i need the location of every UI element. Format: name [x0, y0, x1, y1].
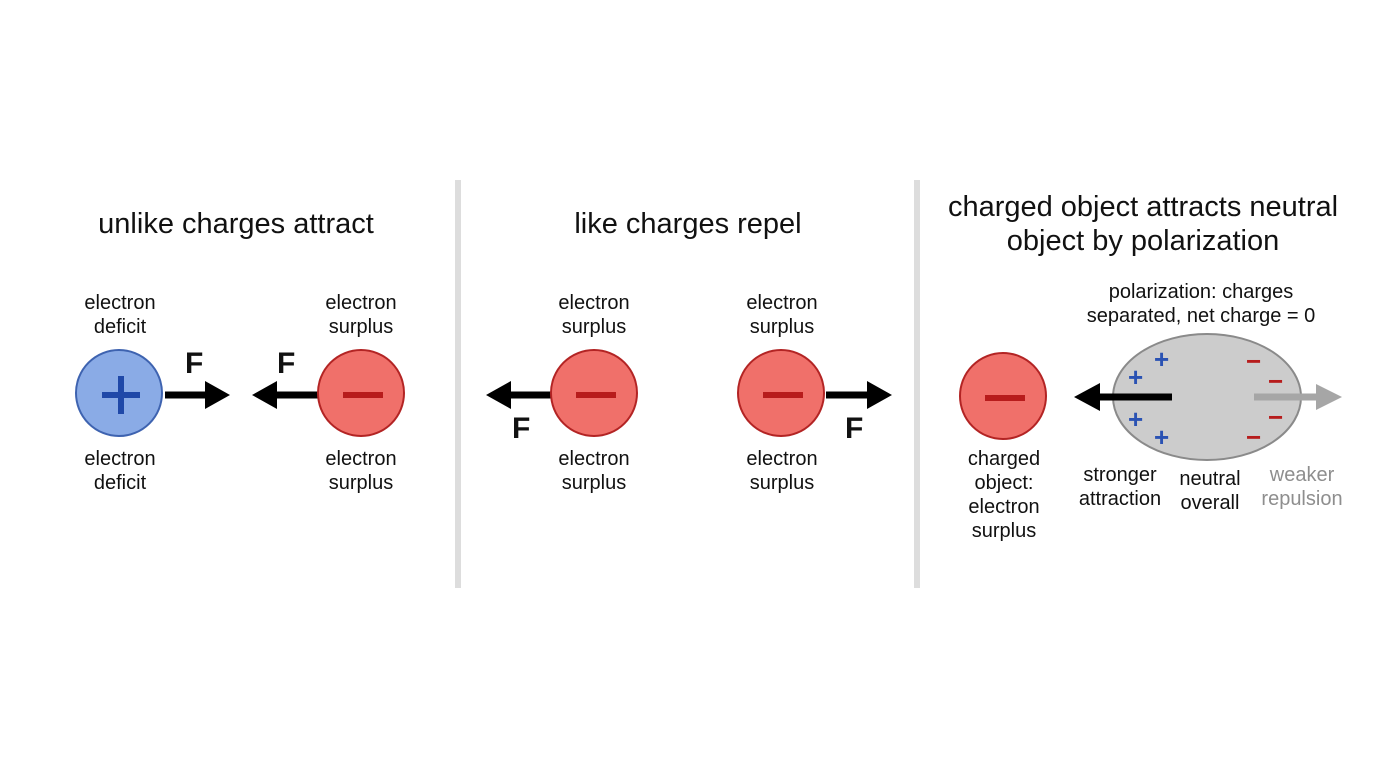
panel-2-title: like charges repel	[574, 208, 802, 240]
force-arrow-left-p1-head	[252, 381, 277, 409]
induced-minus-1: −	[1246, 346, 1262, 376]
positive-charge-icon	[75, 349, 163, 437]
induced-plus-4: +	[1154, 422, 1170, 452]
negative-charge-icon	[317, 349, 405, 437]
p1-right-top-label: electron surplus	[325, 292, 397, 338]
weaker-repulsion-label: weaker repulsion	[1261, 464, 1343, 510]
induced-plus-1: +	[1154, 344, 1170, 374]
polarization-note: polarization: charges separated, net cha…	[1086, 281, 1316, 327]
charged-object	[959, 352, 1047, 440]
p1-left-bottom-label: electron deficit	[84, 448, 156, 494]
stronger-attraction-label: stronger attraction	[1078, 464, 1162, 510]
p2-left-top-label: electron surplus	[558, 292, 630, 338]
induced-minus-3: −	[1268, 402, 1284, 432]
attraction-arrow-head	[1074, 383, 1100, 411]
repulsion-arrow-head	[1316, 384, 1342, 410]
negative-charge-icon	[737, 349, 825, 437]
p1-left-top-label: electron deficit	[84, 292, 156, 338]
charged-object-label: charged object: electron surplus	[967, 448, 1041, 542]
induced-minus-4: −	[1246, 422, 1262, 452]
p2-force-label-right: F	[845, 412, 864, 445]
p1-force-label-right: F	[185, 347, 204, 380]
force-arrow-left-p2-head	[486, 381, 511, 409]
induced-plus-2: +	[1128, 362, 1144, 392]
p1-force-label-left: F	[277, 347, 296, 380]
panel-divider-2	[914, 180, 920, 588]
neutral-overall-label: neutral overall	[1179, 468, 1241, 514]
p1-right-bottom-label: electron surplus	[325, 448, 397, 494]
force-arrow-right-p2-head	[867, 381, 892, 409]
p2-right-bottom-label: electron surplus	[746, 448, 818, 494]
force-arrow-right-p1-head	[205, 381, 230, 409]
panel-divider-1	[455, 180, 461, 588]
p2-right-top-label: electron surplus	[746, 292, 818, 338]
p2-force-label-left: F	[512, 412, 531, 445]
negative-charge-icon	[550, 349, 638, 437]
panel-1-title: unlike charges attract	[98, 208, 374, 240]
induced-plus-3: +	[1128, 404, 1144, 434]
induced-minus-2: −	[1268, 366, 1284, 396]
panel-3-title: charged object attracts neutral object b…	[947, 191, 1339, 257]
p2-left-bottom-label: electron surplus	[558, 448, 630, 494]
